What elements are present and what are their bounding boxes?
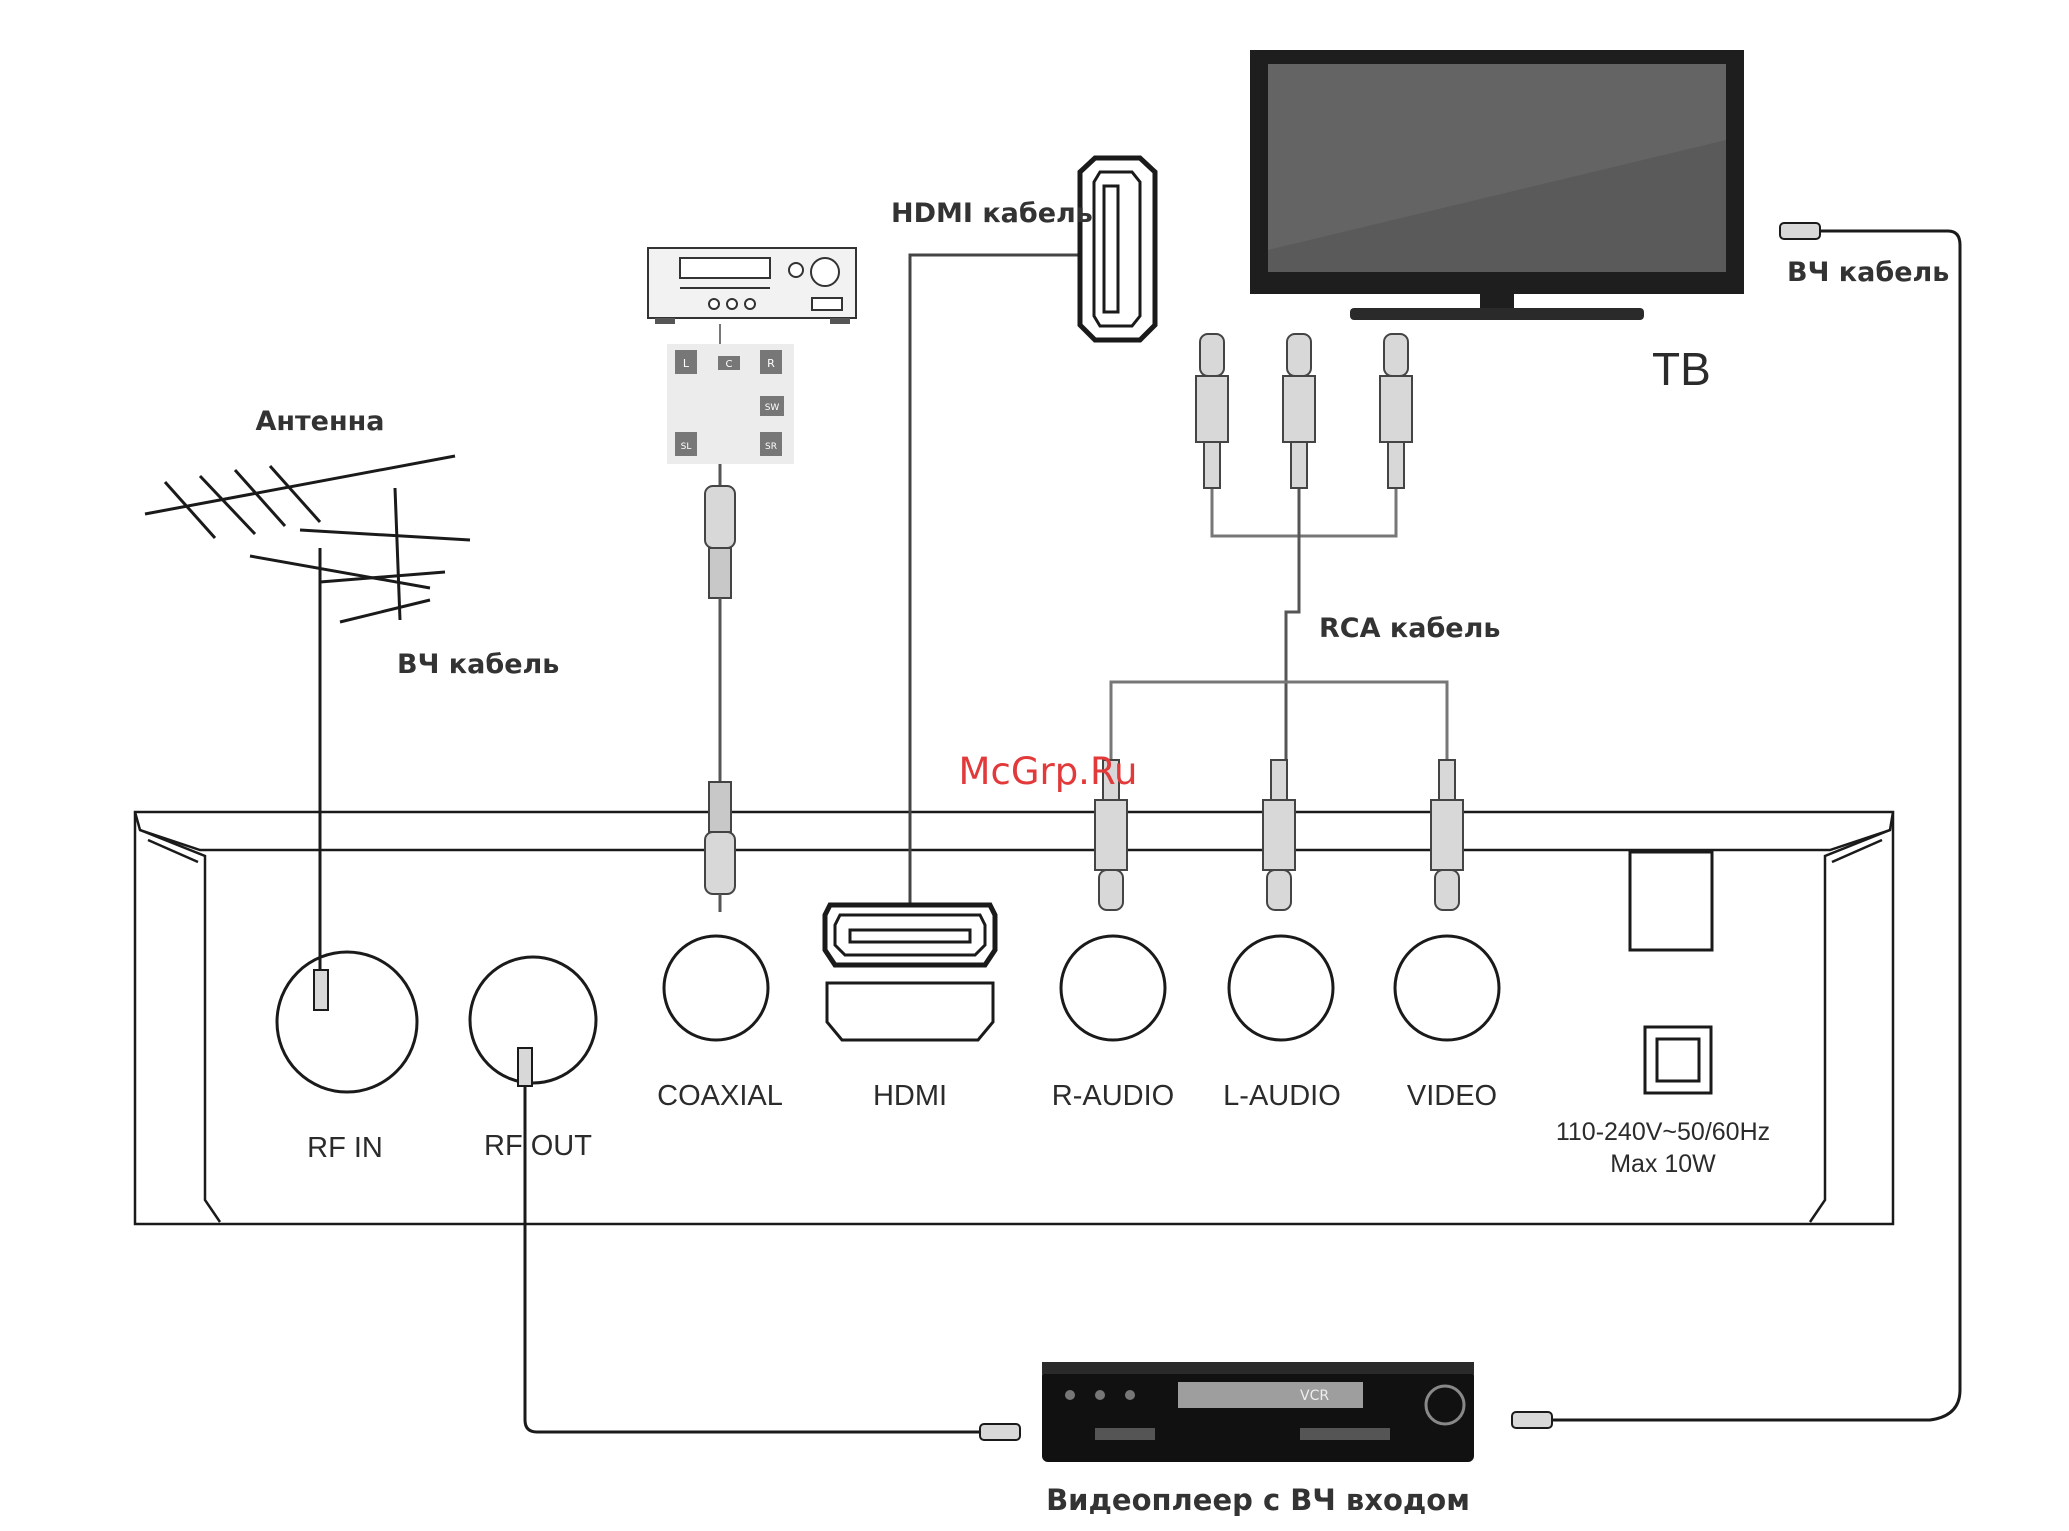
watermark: McGrp.Ru [959,750,1138,793]
port-label-rf-out: RF OUT [484,1130,592,1162]
speaker-sr-icon: SR [760,432,782,456]
port-label-r-audio: R-AUDIO [1052,1080,1174,1112]
power-switch [1630,852,1712,950]
l-audio-port [1229,936,1333,1040]
amplifier-icon [648,248,856,324]
svg-text:SL: SL [681,442,692,452]
speaker-r-icon: R [760,350,782,374]
tv-label: ТВ [1652,343,1711,395]
speaker-sw-icon: SW [760,396,784,416]
rca-cable-label: RCA кабель [1319,613,1500,644]
vcr-caption: Видеоплеер с ВЧ входом [1046,1483,1470,1517]
port-label-video: VIDEO [1407,1080,1497,1112]
svg-text:SW: SW [765,403,780,413]
coaxial-cable [705,464,735,912]
port-label-hdmi: HDMI [873,1080,947,1112]
rf-cable-antenna-label: ВЧ кабель [397,649,559,680]
port-label-coaxial: COAXIAL [657,1080,783,1112]
svg-text:R: R [767,357,775,370]
tv-icon [1250,50,1744,320]
speaker-sl-icon: SL [675,432,697,456]
power-rating-line1: 110-240V~50/60Hz [1556,1118,1770,1146]
hdmi-port [827,983,993,1040]
speaker-l-icon: L [675,350,697,374]
port-label-rf-in: RF IN [307,1132,383,1164]
video-port [1395,936,1499,1040]
speaker-c-icon: C [718,356,740,370]
svg-text:SR: SR [765,442,777,452]
svg-text:C: C [726,359,733,370]
vcr-icon: VCR [1042,1362,1474,1462]
port-label-l-audio: L-AUDIO [1223,1080,1341,1112]
rf-in-connector [314,970,328,1010]
rf-cable-tv-label: ВЧ кабель [1787,257,1949,288]
antenna-label: Антенна [255,406,384,437]
svg-text:VCR: VCR [1300,1388,1329,1404]
svg-text:L: L [683,357,690,370]
rf-in-port [277,952,417,1092]
hdmi-cable-label: HDMI кабель [891,198,1093,229]
power-rating-line2: Max 10W [1610,1150,1716,1178]
coaxial-port [664,936,768,1040]
r-audio-port [1061,936,1165,1040]
